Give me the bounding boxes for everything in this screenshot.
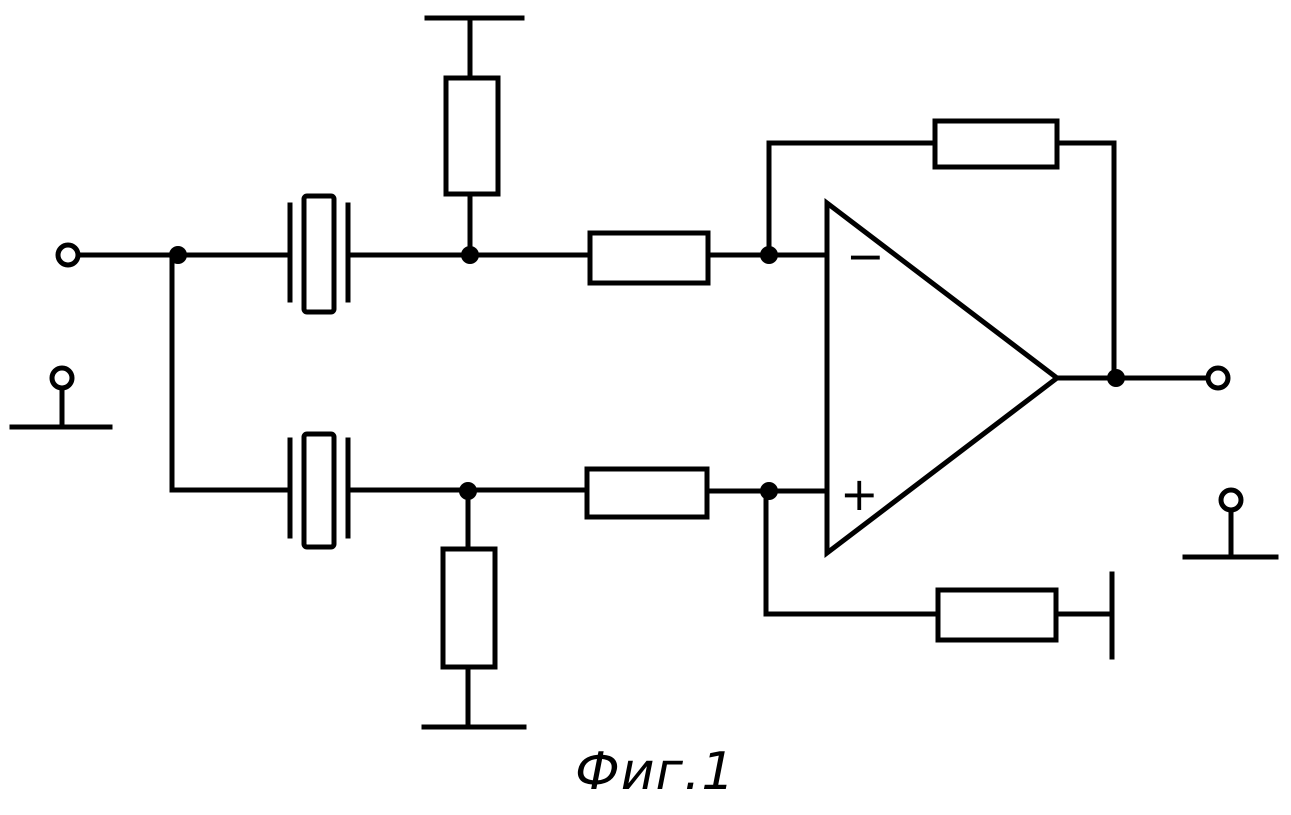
bias-resistor — [766, 491, 1112, 657]
lower-piezo-resonator — [290, 434, 348, 547]
output-node-dot — [1107, 369, 1125, 387]
lower-shunt-resistor — [424, 491, 524, 727]
noninverting-node-dot — [760, 482, 778, 500]
output-ground-symbol — [1185, 490, 1276, 557]
figure-caption: Фиг.1 — [575, 742, 736, 802]
input-terminal — [58, 245, 78, 265]
opamp-plus-sign: + — [840, 467, 879, 521]
upper-piezo-resonator — [290, 196, 348, 312]
upper-shunt-resistor — [427, 18, 522, 255]
lower-series-resistor — [587, 469, 707, 517]
input-ground-symbol — [12, 368, 110, 427]
opamp-minus-sign: − — [846, 229, 885, 283]
upper-series-resistor — [590, 233, 708, 283]
feedback-resistor — [769, 121, 1114, 378]
output-terminal — [1208, 368, 1228, 388]
